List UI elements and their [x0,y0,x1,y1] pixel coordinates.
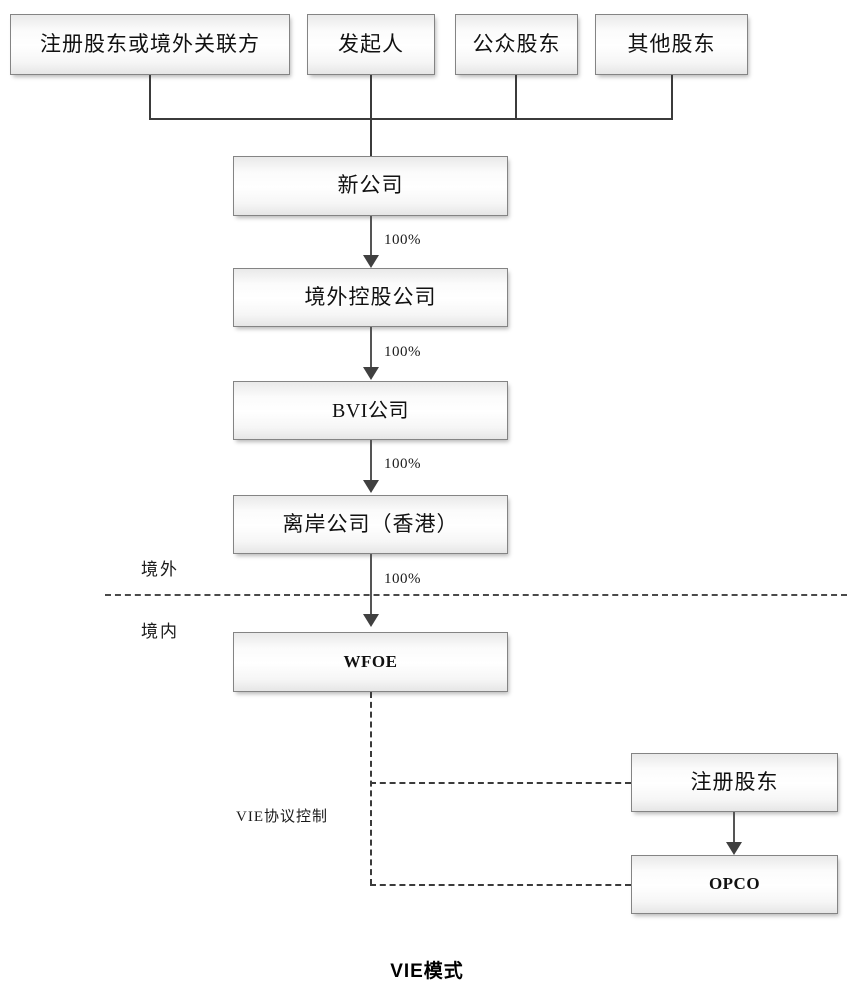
label-zone-onshore: 境内 [141,622,179,641]
arrow-head-holding-to-bvi [363,367,379,380]
diagram-caption: VIE模式 [390,961,464,982]
node-label: 其他股东 [627,31,716,56]
vie-control-line-to-opco [370,884,631,886]
arrow-line-hk-to-wfoe [370,554,372,616]
node-bvi-company[interactable]: BVI公司 [233,381,508,440]
label-pct-bvi-to-hk: 100% [384,456,421,472]
node-public-shareholders[interactable]: 公众股东 [455,14,578,75]
node-label: 公众股东 [472,31,561,56]
node-other-shareholders[interactable]: 其他股东 [595,14,748,75]
label-vie-contractual-control: VIE协议控制 [236,809,328,825]
connector-drop-other-shareholders [671,75,673,120]
arrow-line-new-to-holding [370,216,372,259]
node-label: 离岸公司（香港） [282,511,459,536]
arrow-head-bvi-to-hk [363,480,379,493]
node-label: 注册股东或境外关联方 [40,31,260,56]
node-label: 境外控股公司 [304,284,437,309]
arrow-line-holding-to-bvi [370,327,372,369]
node-label: WFOE [343,651,398,671]
node-label: BVI公司 [332,399,409,422]
node-label: 注册股东 [690,769,779,794]
node-registered-shareholder[interactable]: 注册股东 [631,753,838,812]
arrow-head-new-to-holding [363,255,379,268]
arrow-head-shareholder-to-opco [726,842,742,855]
vie-control-vertical-line [370,692,372,885]
connector-drop-founder [370,75,372,120]
arrow-line-bvi-to-hk [370,440,372,482]
label-pct-holding-to-bvi: 100% [384,344,421,360]
arrow-line-shareholder-to-opco [733,812,735,845]
connector-drop-registered-affiliate [149,75,151,120]
connector-drop-public-shareholders [515,75,517,120]
node-founder[interactable]: 发起人 [307,14,435,75]
onshore-offshore-divider [105,594,847,596]
arrow-head-hk-to-wfoe [363,614,379,627]
node-new-company[interactable]: 新公司 [233,156,508,216]
node-label: 新公司 [337,173,404,198]
node-offshore-hk[interactable]: 离岸公司（香港） [233,495,508,554]
label-pct-new-to-holding: 100% [384,232,421,248]
connector-bus-to-new-company [370,118,372,156]
vie-control-line-to-registered-shareholder [370,782,631,784]
node-opco[interactable]: OPCO [631,855,838,914]
label-zone-offshore: 境外 [141,560,179,579]
node-wfoe[interactable]: WFOE [233,632,508,692]
node-registered-or-offshore-affiliate[interactable]: 注册股东或境外关联方 [10,14,290,75]
node-label: 发起人 [338,31,404,56]
label-pct-hk-to-wfoe: 100% [384,571,421,587]
node-offshore-holding[interactable]: 境外控股公司 [233,268,508,327]
node-label: OPCO [708,874,761,894]
connector-bus-bar [149,118,673,120]
